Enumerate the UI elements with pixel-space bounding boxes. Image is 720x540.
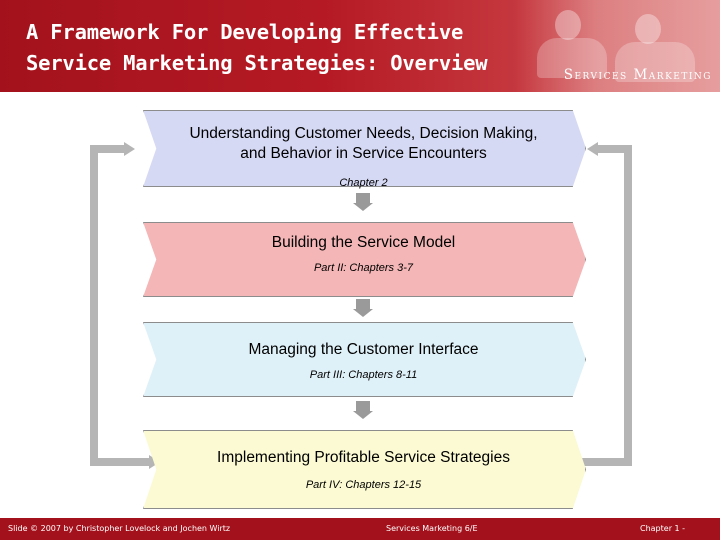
box-subtitle: Part II: Chapters 3-7: [313, 262, 414, 274]
left-connector-top-horizontal: [90, 145, 125, 153]
box-subtitle: Part IV: Chapters 12-15: [305, 479, 422, 491]
slide-footer: Slide © 2007 by Christopher Lovelock and…: [0, 518, 720, 540]
right-connector-top-horizontal: [597, 145, 632, 153]
box-title: Understanding Customer Needs, Decision M…: [143, 110, 584, 164]
box-title-line-2: and Behavior in Service Encounters: [240, 145, 487, 162]
box-title-line-1: Understanding Customer Needs, Decision M…: [189, 125, 538, 142]
left-connector-top-arrow: [124, 142, 135, 156]
right-connector-top-arrow: [587, 142, 598, 156]
box-shape: [143, 322, 586, 397]
framework-box-profitable-strategies: Implementing Profitable Service Strategi…: [143, 430, 586, 509]
down-arrow-1: [353, 193, 373, 211]
footer-chapter: Chapter 1 -: [640, 524, 686, 533]
framework-box-service-model: Building the Service Model Part II: Chap…: [143, 222, 586, 297]
down-arrow-2: [353, 299, 373, 317]
box-title: Building the Service Model: [271, 234, 456, 251]
left-connector-bottom-horizontal: [90, 458, 150, 466]
framework-box-customer-needs: Understanding Customer Needs, Decision M…: [143, 110, 586, 189]
slide-header: A Framework For Developing Effective Ser…: [0, 0, 720, 92]
brand-logo-text: Services Marketing: [563, 67, 712, 83]
down-arrow-3: [353, 401, 373, 419]
box-shape: [143, 430, 586, 509]
title-line-1: A Framework For Developing Effective: [26, 20, 464, 44]
title-line-2: Service Marketing Strategies: Overview: [26, 51, 488, 75]
slide-title: A Framework For Developing Effective Ser…: [26, 17, 546, 79]
right-connector-vertical: [624, 148, 632, 464]
box-title: Managing the Customer Interface: [248, 341, 479, 358]
right-connector-bottom-horizontal: [572, 458, 632, 466]
header-photo: [515, 0, 720, 92]
footer-copyright: Slide © 2007 by Christopher Lovelock and…: [8, 524, 231, 533]
footer-book-title: Services Marketing 6/E: [386, 524, 478, 533]
framework-box-customer-interface: Managing the Customer Interface Part III…: [143, 322, 586, 397]
box-shape: [143, 110, 586, 187]
left-connector-vertical: [90, 148, 98, 464]
box-subtitle: Chapter 2: [339, 177, 388, 189]
box-title: Implementing Profitable Service Strategi…: [217, 449, 510, 466]
box-subtitle: Part III: Chapters 8-11: [309, 369, 418, 381]
